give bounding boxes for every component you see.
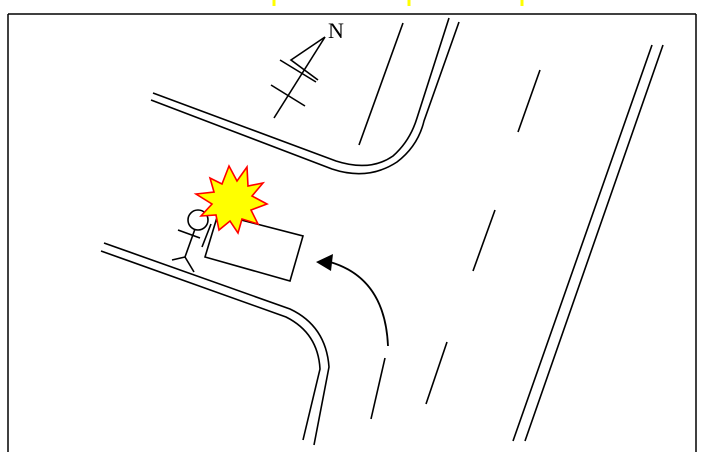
- stick-figure-icon: [172, 210, 211, 272]
- road-edges: [101, 18, 663, 445]
- north-label: N: [328, 18, 344, 43]
- diagram-frame: [8, 14, 696, 452]
- north-arrow-icon: N: [271, 18, 344, 118]
- top-yellow-marks: [274, 0, 522, 6]
- lane-dashes: [371, 70, 540, 419]
- turn-arrow-icon: [316, 254, 388, 346]
